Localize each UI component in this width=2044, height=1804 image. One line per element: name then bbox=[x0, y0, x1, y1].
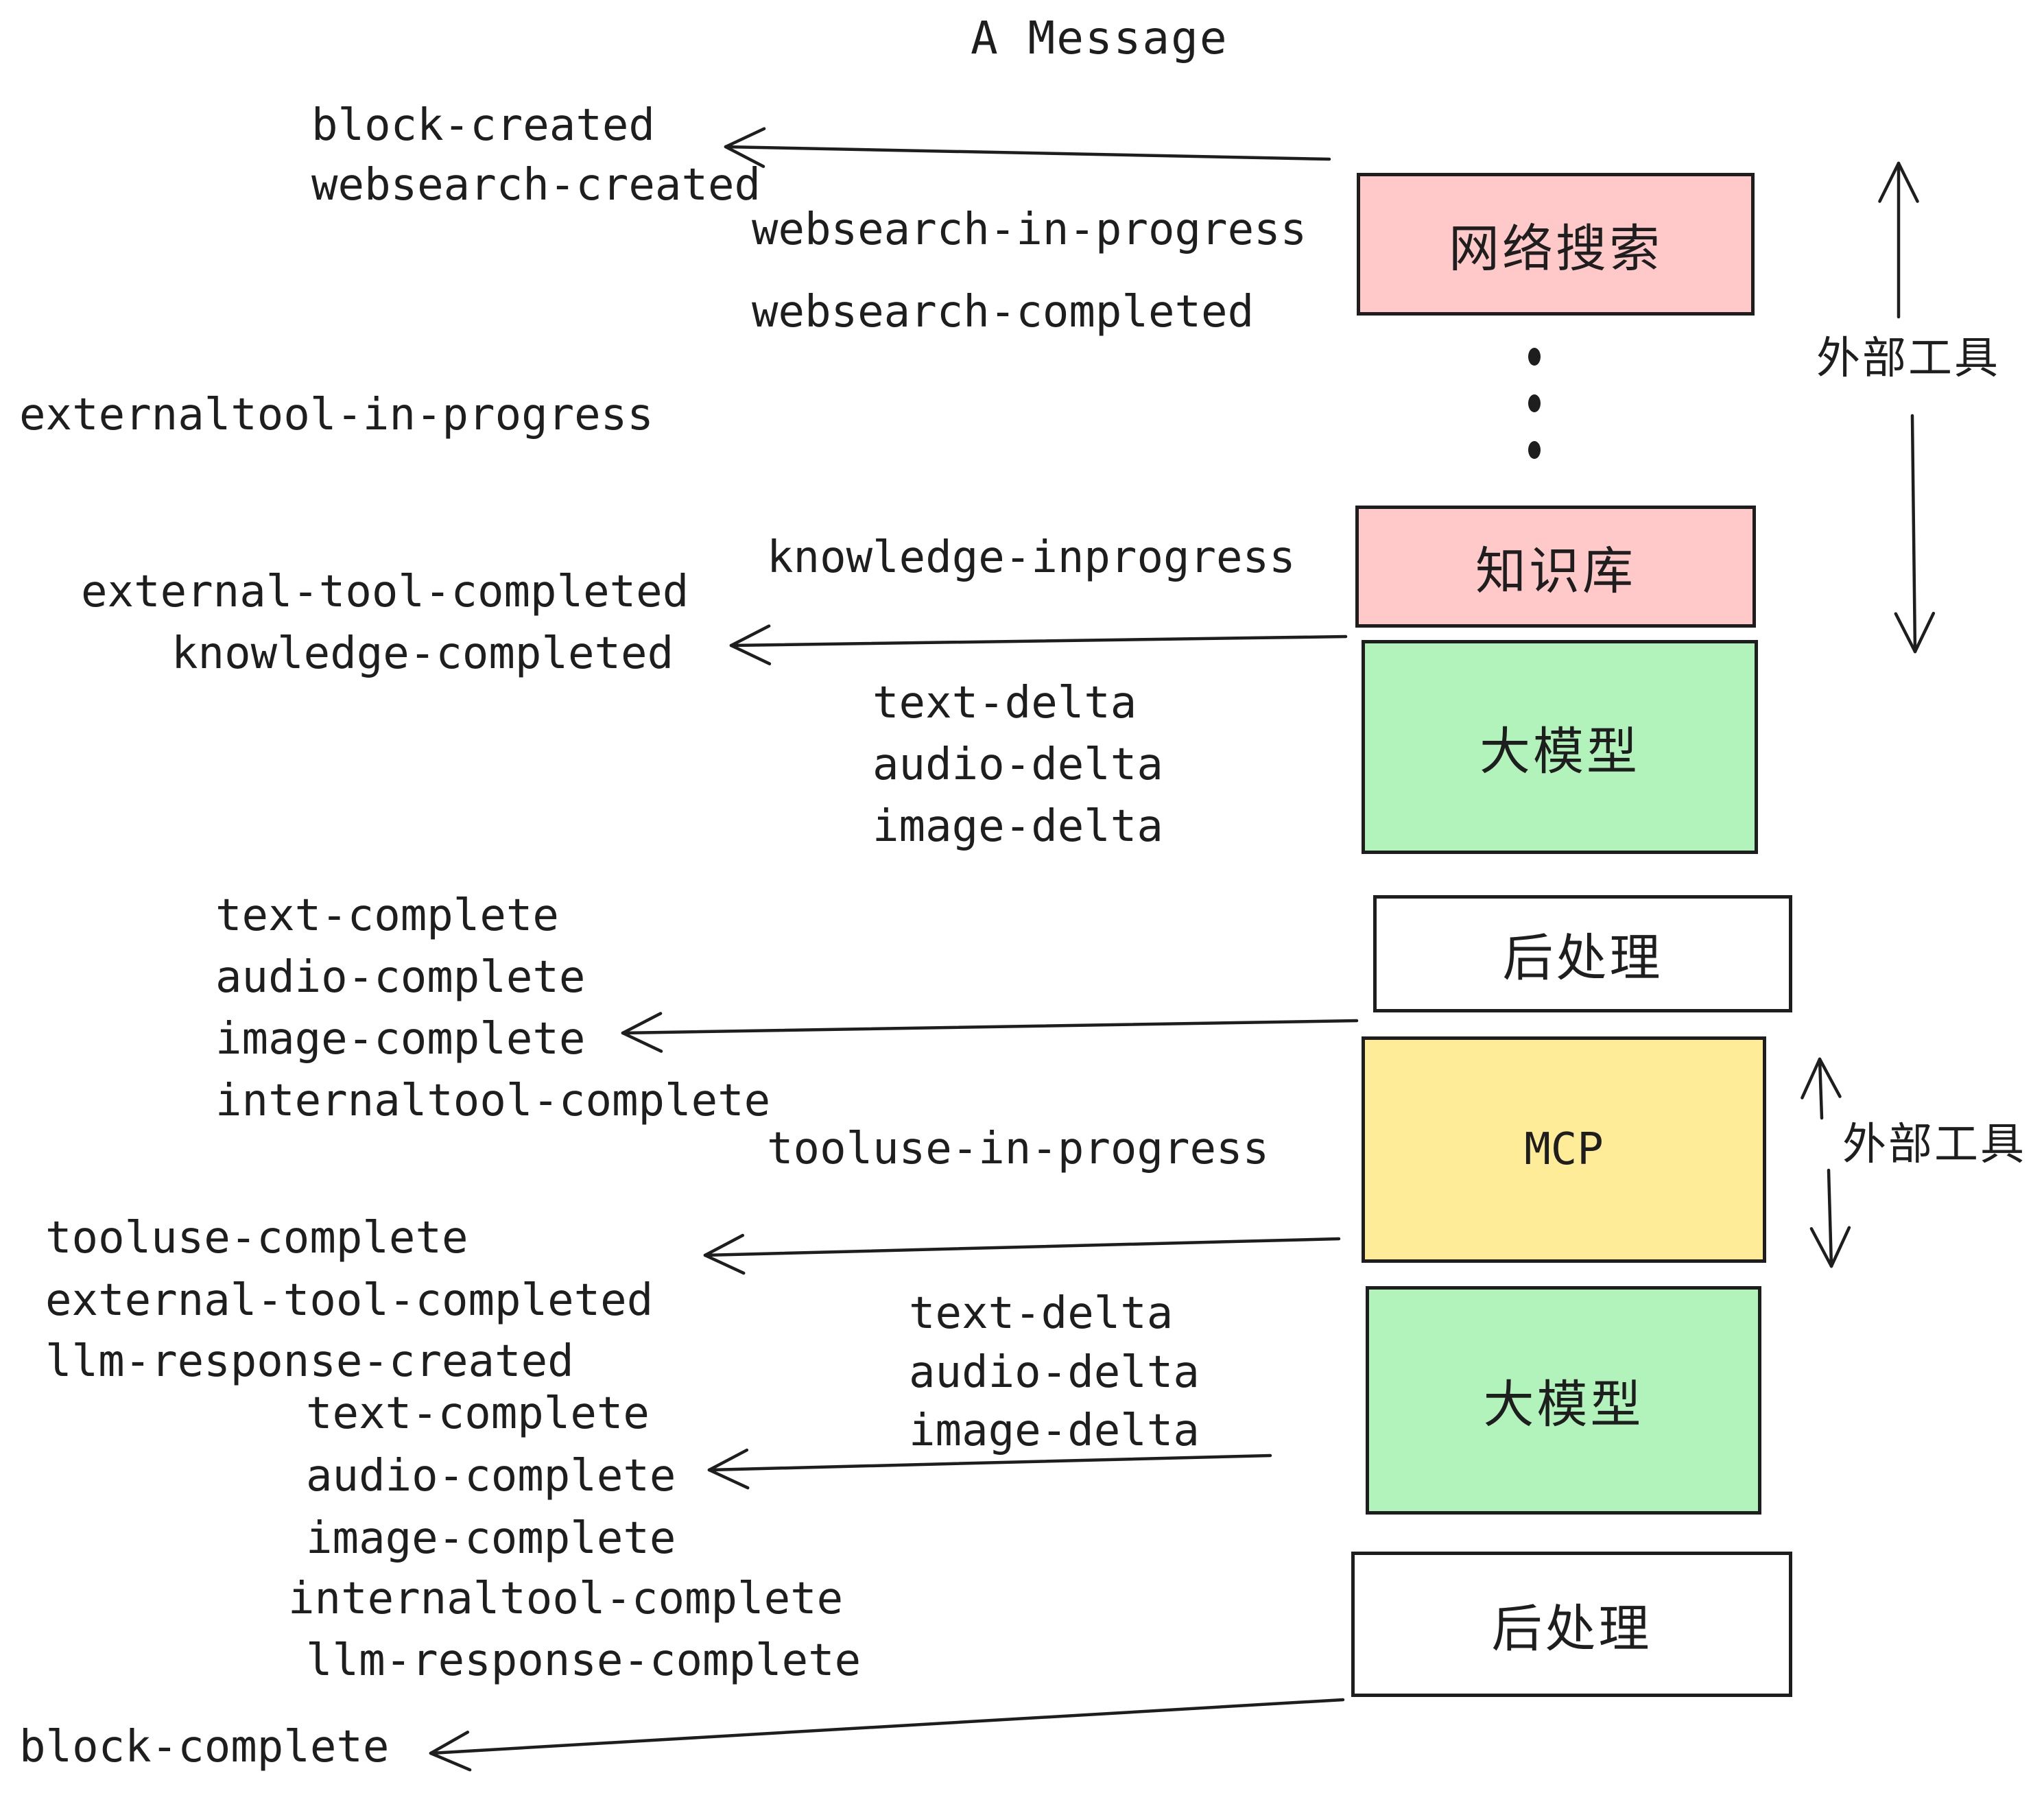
diagram-title: A Message bbox=[971, 12, 1228, 64]
event-block-created: block-created bbox=[311, 100, 655, 151]
arrow-tooluse-complete bbox=[703, 1233, 1341, 1275]
event-text-delta-2: text-delta bbox=[909, 1288, 1174, 1339]
event-external-tool-completed-1: external-tool-completed bbox=[81, 567, 689, 617]
arrow-knowledge-completed bbox=[729, 624, 1348, 665]
event-external-tool-completed-2: external-tool-completed bbox=[45, 1275, 654, 1326]
event-image-complete-1: image-complete bbox=[215, 1014, 586, 1065]
box-post-bottom: 后处理 bbox=[1351, 1552, 1792, 1697]
box-llm-top: 大模型 bbox=[1362, 640, 1758, 854]
event-knowledge-completed: knowledge-completed bbox=[171, 628, 674, 679]
arrow-external-tools-bottom-down bbox=[1809, 1168, 1851, 1268]
event-internaltool-complete-1: internaltool-complete bbox=[215, 1076, 771, 1126]
event-websearch-completed: websearch-completed bbox=[752, 287, 1255, 337]
box-llm-bottom: 大模型 bbox=[1366, 1286, 1761, 1515]
event-text-delta-1: text-delta bbox=[872, 678, 1137, 728]
box-post-top: 后处理 bbox=[1373, 895, 1792, 1012]
event-text-complete-2: text-complete bbox=[306, 1388, 650, 1439]
event-llm-response-created: llm-response-created bbox=[45, 1336, 574, 1387]
side-label-external-tools-bottom: 外部工具 bbox=[1842, 1119, 2026, 1169]
ellipsis-dot bbox=[1528, 348, 1541, 366]
event-block-complete: block-complete bbox=[19, 1722, 390, 1772]
event-text-complete-1: text-complete bbox=[215, 890, 559, 941]
event-llm-response-complete: llm-response-complete bbox=[306, 1635, 861, 1686]
arrow-block-created bbox=[724, 127, 1331, 168]
event-audio-complete-2: audio-complete bbox=[306, 1451, 676, 1502]
event-websearch-in-progress: websearch-in-progress bbox=[752, 204, 1307, 255]
arrow-external-tools-top-up bbox=[1878, 161, 1919, 319]
box-mcp: MCP bbox=[1362, 1036, 1766, 1263]
event-internaltool-complete-2: internaltool-complete bbox=[288, 1574, 844, 1624]
box-knowledge: 知识库 bbox=[1355, 506, 1756, 628]
ellipsis-dot bbox=[1528, 394, 1541, 412]
side-label-external-tools-top: 外部工具 bbox=[1816, 333, 2000, 383]
arrow-image-complete bbox=[621, 1012, 1359, 1053]
arrow-external-tools-bottom-up bbox=[1801, 1057, 1842, 1120]
event-tooluse-in-progress: tooluse-in-progress bbox=[767, 1124, 1270, 1174]
event-image-delta-2: image-delta bbox=[909, 1405, 1200, 1456]
arrow-external-tools-top-down bbox=[1894, 414, 1936, 654]
arrow-block-complete bbox=[429, 1698, 1345, 1772]
event-websearch-created: websearch-created bbox=[311, 160, 761, 211]
box-websearch: 网络搜索 bbox=[1357, 173, 1755, 316]
event-externaltool-in-progress: externaltool-in-progress bbox=[19, 390, 654, 440]
event-image-complete-2: image-complete bbox=[306, 1513, 676, 1564]
ellipsis-dot bbox=[1528, 441, 1541, 459]
event-knowledge-inprogress: knowledge-inprogress bbox=[767, 532, 1296, 583]
event-tooluse-complete: tooluse-complete bbox=[45, 1213, 468, 1263]
event-image-delta-1: image-delta bbox=[872, 801, 1163, 852]
event-audio-delta-1: audio-delta bbox=[872, 739, 1163, 790]
event-audio-complete-1: audio-complete bbox=[215, 952, 586, 1003]
event-audio-delta-2: audio-delta bbox=[909, 1347, 1200, 1398]
